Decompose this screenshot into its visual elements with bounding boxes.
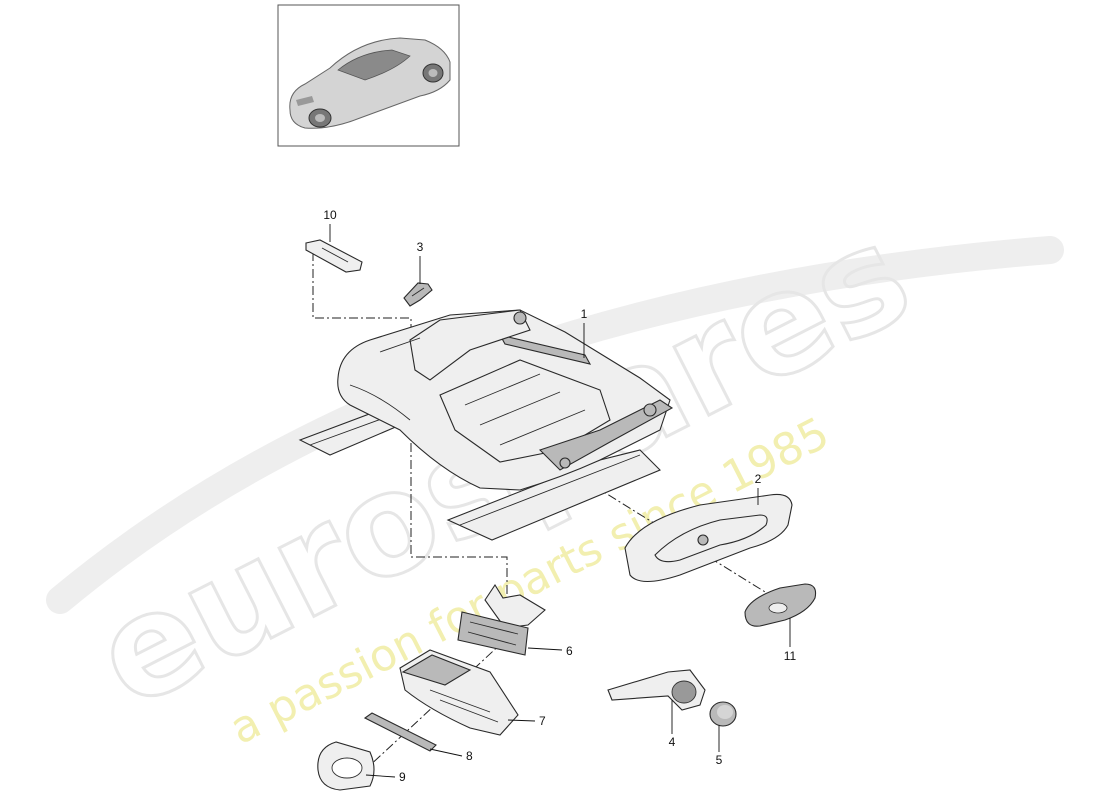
callout-4[interactable]: 4 <box>669 735 676 749</box>
part-5-cap[interactable] <box>709 701 737 727</box>
part-3-clip[interactable] <box>403 282 433 307</box>
part-6-bracket[interactable] <box>457 583 546 656</box>
sports-car-icon <box>289 37 451 129</box>
callout-labels: 10 3 1 2 11 6 7 8 9 4 5 <box>323 208 796 784</box>
part-10-bracket[interactable] <box>305 239 363 273</box>
part-7-duct[interactable] <box>399 649 519 736</box>
callout-2[interactable]: 2 <box>755 472 762 486</box>
vehicle-thumbnail[interactable] <box>277 4 460 147</box>
callout-7[interactable]: 7 <box>539 714 546 728</box>
callout-11[interactable]: 11 <box>784 649 797 663</box>
part-11-switch[interactable] <box>744 583 817 627</box>
callout-6[interactable]: 6 <box>566 644 573 658</box>
callout-10[interactable]: 10 <box>323 208 337 222</box>
part-1-seat-frame[interactable] <box>298 309 674 541</box>
callout-9[interactable]: 9 <box>399 770 406 784</box>
part-2-side-trim[interactable] <box>624 493 793 583</box>
callout-5[interactable]: 5 <box>716 753 723 767</box>
callout-1[interactable]: 1 <box>581 307 588 321</box>
part-9-ring[interactable] <box>317 741 375 791</box>
leader-lines <box>329 224 791 778</box>
part-8-strip[interactable] <box>363 712 437 752</box>
part-4-lever[interactable] <box>607 669 706 711</box>
callout-3[interactable]: 3 <box>417 240 424 254</box>
callout-8[interactable]: 8 <box>466 749 473 763</box>
